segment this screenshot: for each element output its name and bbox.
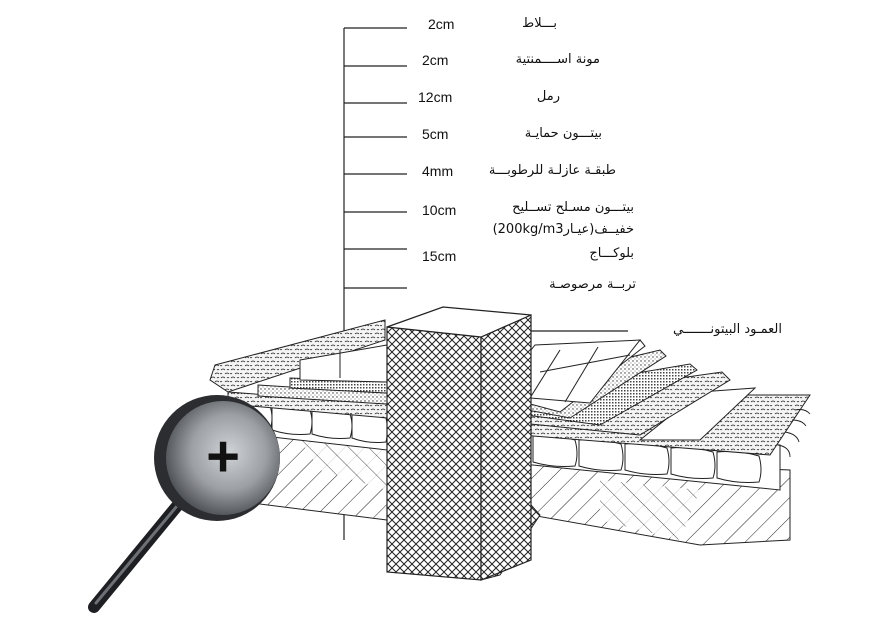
layer-thickness-cement-mortar: 2cm xyxy=(422,52,449,68)
layer-name-sand: رمل xyxy=(536,89,560,104)
plus-symbol: + xyxy=(206,424,240,489)
layer-name-compacted-soil: تربــة مرصوصـة xyxy=(549,277,636,292)
layer-name-cement-mortar: مونة اســــمنتية xyxy=(515,52,600,67)
layer-name-protective-concrete: بيتـــون حمايـة xyxy=(524,126,602,141)
layer-name-tiles: بـــلاط xyxy=(522,16,557,31)
layer-thickness-tiles: 2cm xyxy=(428,16,455,32)
layer-name-hardcore: بلوكـــاج xyxy=(589,246,634,261)
layer-name-damp-proofing: طبقـة عازلـة للرطوبـــة xyxy=(488,163,616,178)
layer-thickness-reinforced-concrete: 10cm xyxy=(422,202,457,218)
layer-thickness-damp-proofing: 4mm xyxy=(422,163,454,179)
layer-thickness-hardcore: 15cm xyxy=(422,248,457,264)
layer-thickness-protective-concrete: 5cm xyxy=(422,126,449,142)
magnifier-plus-icon: + xyxy=(88,395,280,613)
layer-thickness-sand: 12cm xyxy=(418,89,453,105)
layer-name-reinforced-concrete: بيتـــون مسـلح تســليح xyxy=(512,200,634,215)
zoom-in-button[interactable]: + xyxy=(82,395,282,620)
column-label: العمـود البيتونـــــــي xyxy=(673,322,782,337)
layer-name-reinforced-concrete-line2: خفيــف(عيـار200kg/m3) xyxy=(492,222,634,237)
